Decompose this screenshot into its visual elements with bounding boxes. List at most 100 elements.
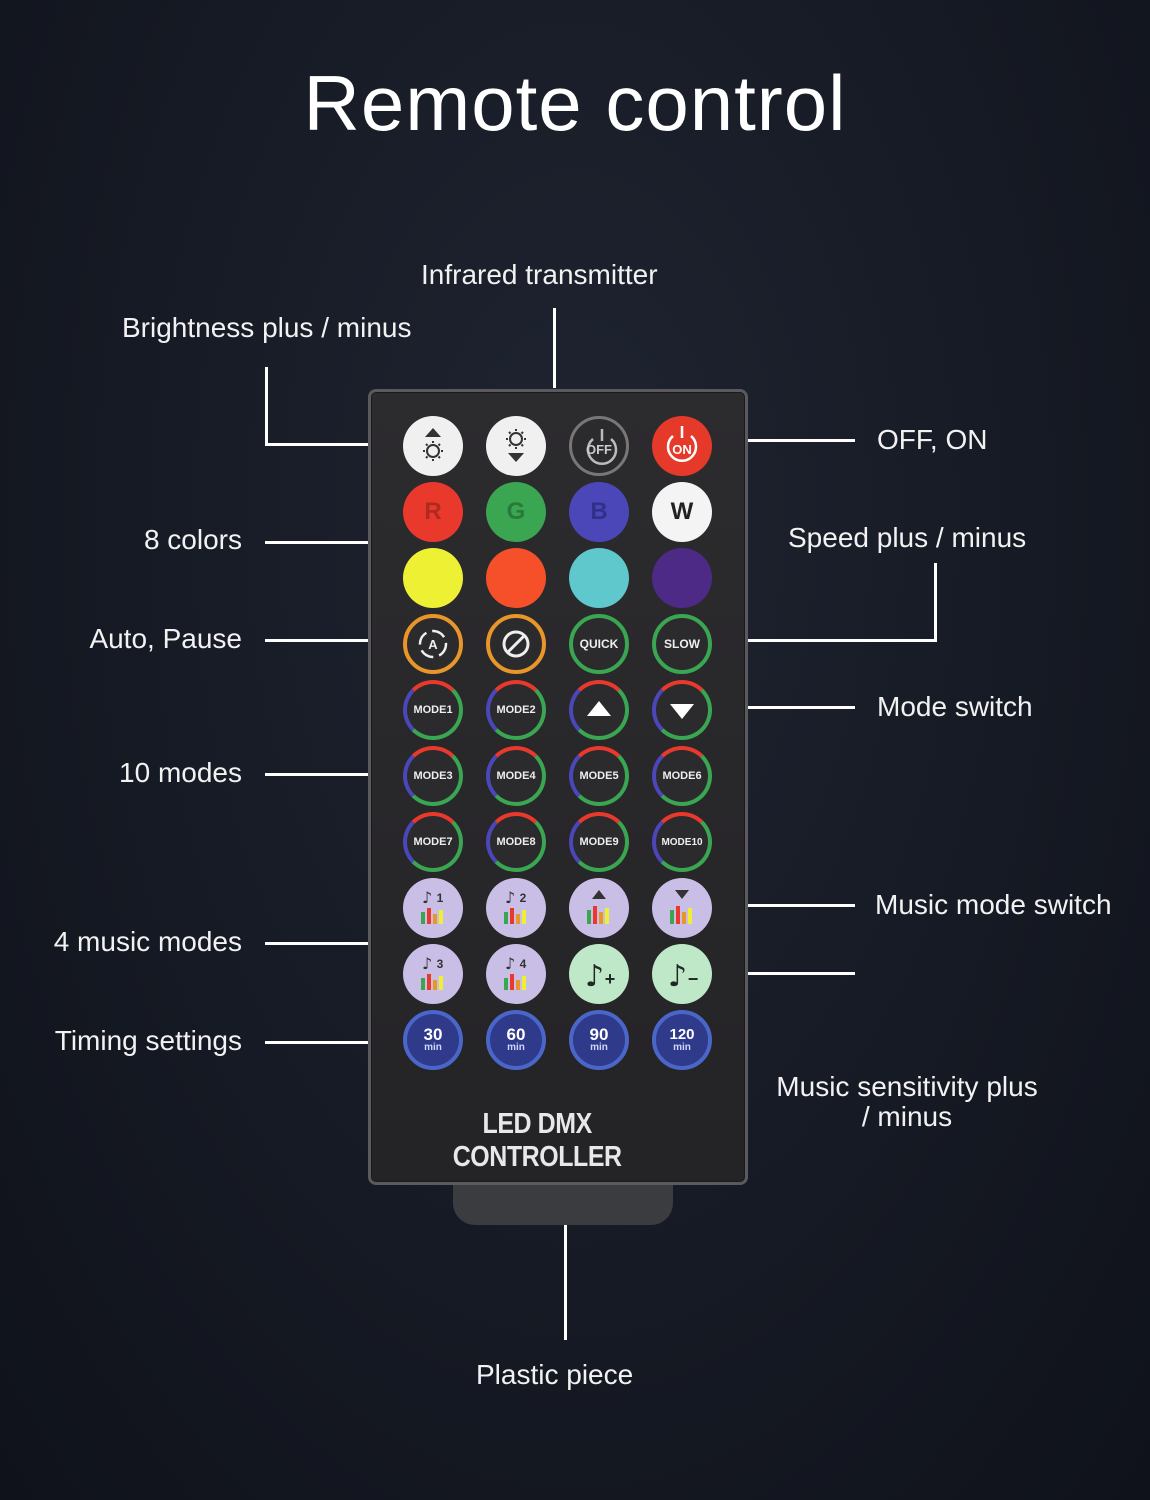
music-note-minus-icon: ♪ (668, 959, 687, 994)
label-speed: Speed plus / minus (788, 522, 1027, 553)
timer-120-value: 120 (669, 1026, 695, 1043)
brightness-down-button[interactable] (486, 416, 546, 476)
color-cyan-button[interactable] (569, 548, 629, 608)
mode-down-button[interactable] (652, 680, 712, 740)
mode-up-button[interactable] (569, 680, 629, 740)
mode8-button[interactable]: MODE8 (486, 812, 546, 872)
label-plastic-piece: Plastic piece (476, 1359, 634, 1390)
line-plastic (564, 1225, 567, 1340)
mode2-button[interactable]: MODE2 (486, 680, 546, 740)
mode6-button[interactable]: MODE6 (652, 746, 712, 806)
mode1-button[interactable]: MODE1 (403, 680, 463, 740)
mode10-label: MODE10 (661, 836, 703, 848)
color-red-button[interactable]: R (403, 482, 463, 542)
color-green-button[interactable]: G (486, 482, 546, 542)
pause-icon (502, 630, 530, 658)
power-off-icon (586, 429, 618, 465)
mode7-label: MODE7 (413, 836, 453, 848)
music-note-plus-icon: ♪ (585, 959, 604, 994)
sensitivity-plus-button[interactable]: ♪ + (569, 944, 629, 1004)
music-mode3-button[interactable]: ♪ 3 (403, 944, 463, 1004)
line-music-mode-switch (720, 904, 855, 907)
color-orange-button[interactable] (486, 548, 546, 608)
music-mode-down-button[interactable] (652, 878, 712, 938)
color-red-label: R (424, 498, 442, 525)
mode4-button[interactable]: MODE4 (486, 746, 546, 806)
timer-30-button[interactable]: 30 min (403, 1010, 463, 1070)
label-brightness: Brightness plus / minus (122, 312, 412, 343)
timer-60-button[interactable]: 60 min (486, 1010, 546, 1070)
line-brightness-h (265, 443, 400, 446)
speed-quick-label: QUICK (579, 637, 619, 651)
timer-60-unit: min (507, 1042, 525, 1053)
line-speed-h (720, 639, 937, 642)
music-mode2-button[interactable]: ♪ 2 (486, 878, 546, 938)
mode5-label: MODE5 (579, 770, 619, 782)
power-on-button[interactable]: ON (652, 416, 712, 476)
music-mode3-label: 3 (436, 957, 444, 971)
timer-120-unit: min (673, 1042, 691, 1053)
line-4-music-modes (265, 942, 400, 945)
line-off-on (720, 439, 855, 442)
mode9-label: MODE9 (579, 836, 619, 848)
remote-brand-label: LED DMX CONTROLLER (452, 1108, 622, 1173)
line-speed-v (934, 563, 937, 641)
timer-90-value: 90 (589, 1025, 609, 1044)
line-auto-pause (265, 639, 400, 642)
label-music-sensitivity-line1: Music sensitivity plus (776, 1071, 1038, 1102)
color-yellow-button[interactable] (403, 548, 463, 608)
mode2-label: MODE2 (496, 704, 536, 716)
mode3-button[interactable]: MODE3 (403, 746, 463, 806)
color-white-button[interactable]: W (652, 482, 712, 542)
auto-icon: A (418, 629, 448, 659)
music-mode-down-icon (670, 890, 692, 924)
timer-90-button[interactable]: 90 min (569, 1010, 629, 1070)
brightness-up-icon (423, 428, 443, 461)
mode5-button[interactable]: MODE5 (569, 746, 629, 806)
color-green-label: G (506, 498, 526, 525)
mode8-label: MODE8 (496, 836, 536, 848)
line-mode-switch (720, 706, 855, 709)
music-mode1-button[interactable]: ♪ 1 (403, 878, 463, 938)
label-8-colors: 8 colors (143, 524, 242, 555)
music-note-eq-icon: ♪ (504, 888, 526, 924)
svg-text:♪: ♪ (422, 954, 432, 973)
mode7-button[interactable]: MODE7 (403, 812, 463, 872)
label-4-music-modes: 4 music modes (53, 926, 242, 957)
music-mode4-label: 4 (519, 957, 527, 971)
power-off-label: OFF (586, 441, 612, 457)
timer-30-unit: min (424, 1042, 442, 1053)
svg-text:♪: ♪ (668, 959, 687, 994)
mode1-label: MODE1 (413, 704, 453, 716)
pause-button[interactable] (486, 614, 546, 674)
music-mode-up-button[interactable] (569, 878, 629, 938)
plastic-piece (453, 1183, 673, 1225)
speed-slow-label: SLOW (664, 637, 700, 651)
power-off-button[interactable]: OFF (569, 416, 629, 476)
timer-120-button[interactable]: 120 min (652, 1010, 712, 1070)
label-auto-pause: Auto, Pause (89, 623, 242, 654)
timer-30-value: 30 (423, 1025, 443, 1044)
brightness-up-button[interactable] (403, 416, 463, 476)
auto-button[interactable]: A (403, 614, 463, 674)
speed-quick-button[interactable]: QUICK (569, 614, 629, 674)
music-note-eq-icon: ♪ (421, 954, 443, 990)
mode6-label: MODE6 (662, 770, 702, 782)
music-mode4-button[interactable]: ♪ 4 (486, 944, 546, 1004)
power-on-label: ON (672, 441, 692, 457)
label-music-mode-switch: Music mode switch (875, 889, 1112, 920)
color-blue-button[interactable]: B (569, 482, 629, 542)
brightness-down-icon (506, 429, 526, 462)
label-infrared-transmitter: Infrared transmitter (421, 259, 658, 290)
svg-text:A: A (428, 637, 438, 652)
music-mode2-label: 2 (519, 891, 527, 905)
timer-60-value: 60 (506, 1025, 526, 1044)
speed-slow-button[interactable]: SLOW (652, 614, 712, 674)
label-timing-settings: Timing settings (54, 1025, 242, 1056)
mode10-button[interactable]: MODE10 (652, 812, 712, 872)
color-purple-button[interactable] (652, 548, 712, 608)
sensitivity-minus-button[interactable]: ♪ − (652, 944, 712, 1004)
mode9-button[interactable]: MODE9 (569, 812, 629, 872)
mode-up-icon (587, 701, 611, 716)
music-note-eq-icon: ♪ (421, 888, 443, 924)
